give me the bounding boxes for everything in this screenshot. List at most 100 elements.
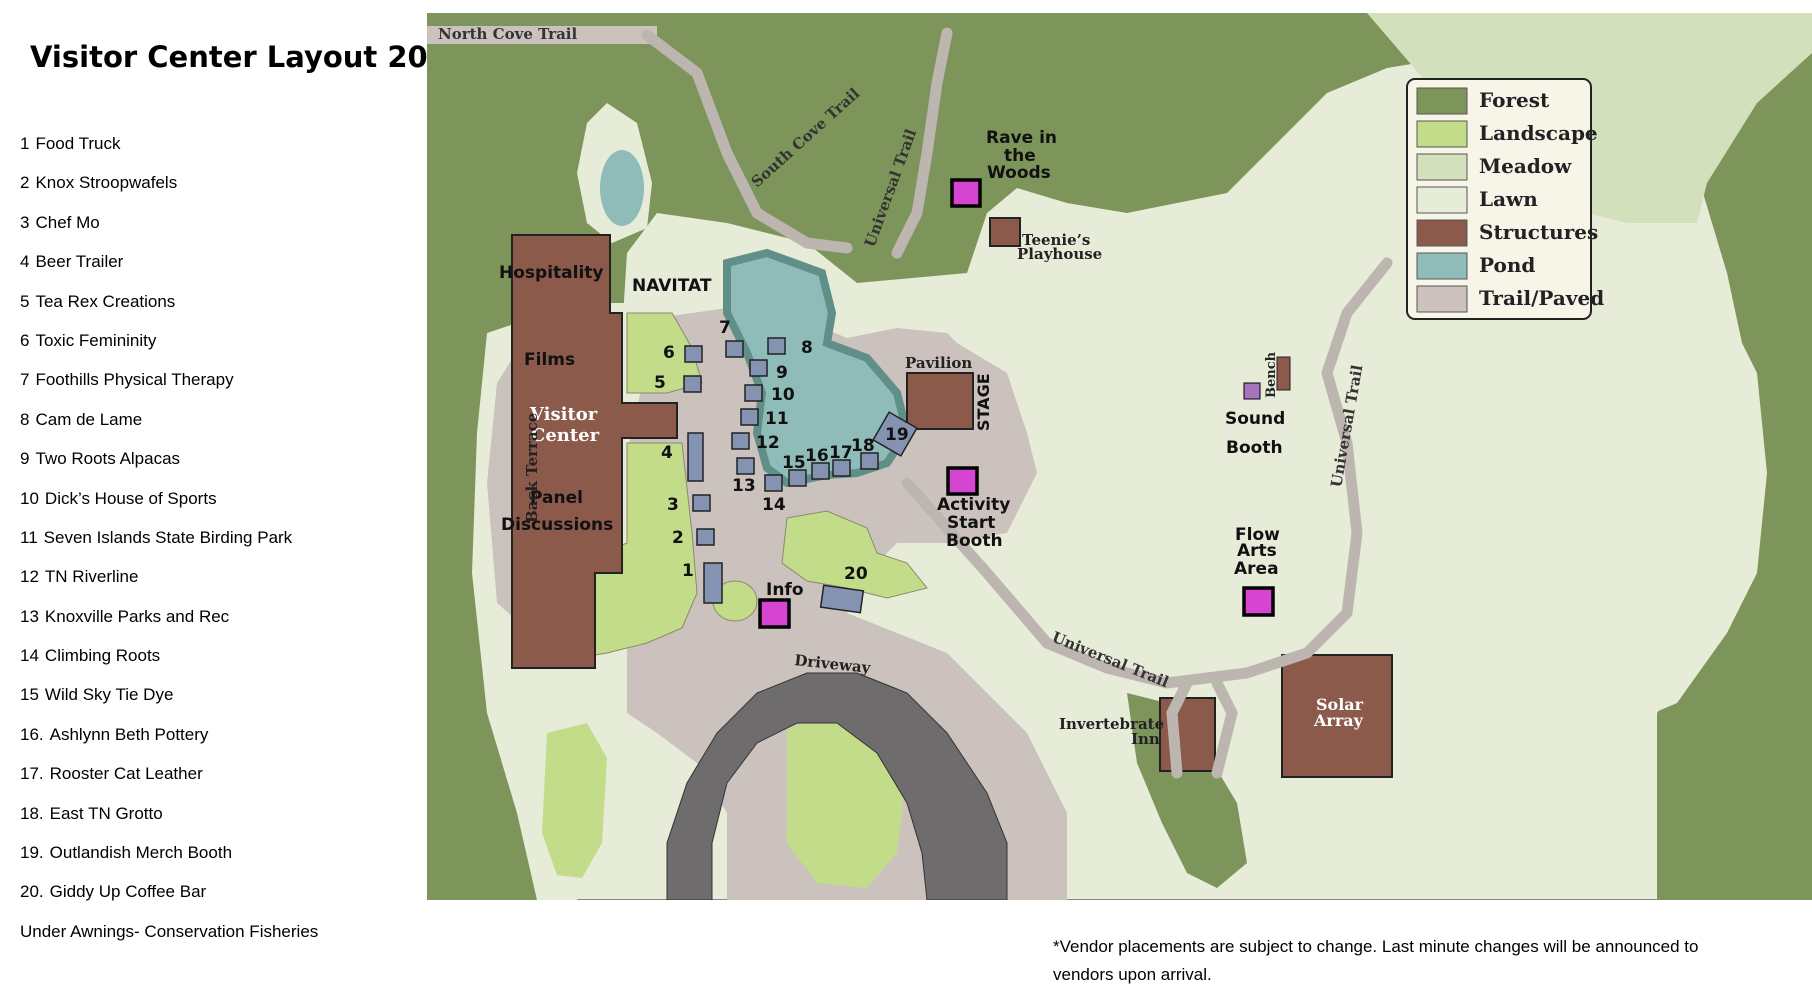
teenies-playhouse-building bbox=[989, 217, 1021, 247]
label-flow-2: Arts bbox=[1237, 541, 1277, 561]
booth-label-10: 10 bbox=[771, 385, 795, 405]
visitor-center-building bbox=[511, 234, 678, 669]
booth-label-13: 13 bbox=[732, 476, 756, 496]
landscape-bed-3 bbox=[781, 510, 928, 599]
label-invertebrate-1: Invertebrate bbox=[1059, 715, 1164, 733]
label-flow-3: Area bbox=[1234, 559, 1279, 579]
booth-20 bbox=[819, 584, 865, 614]
booth-label-16: 16 bbox=[805, 446, 829, 466]
vendor-number: 18. bbox=[20, 803, 44, 823]
label-info: Info bbox=[766, 580, 804, 600]
map-legend: Forest Landscape Meadow Lawn Structures … bbox=[1406, 78, 1604, 320]
legend-swatch-pond bbox=[1416, 252, 1468, 280]
booth-label-17: 17 bbox=[829, 443, 853, 463]
label-sound-2: Booth bbox=[1226, 438, 1283, 458]
pavilion-building bbox=[906, 372, 974, 430]
vendor-number: 3 bbox=[20, 212, 30, 232]
vendor-name: Seven Islands State Birding Park bbox=[43, 527, 293, 547]
label-pavilion: Pavilion bbox=[905, 354, 972, 372]
pond-small bbox=[600, 150, 644, 226]
booth-label-9: 9 bbox=[776, 363, 788, 383]
booth-12 bbox=[731, 432, 750, 450]
landscape-bed-1 bbox=[626, 312, 703, 394]
label-solar-2: Array bbox=[1313, 711, 1364, 730]
vendor-number: 9 bbox=[20, 449, 30, 469]
booth-5 bbox=[683, 375, 702, 393]
vendor-number: 17. bbox=[20, 764, 44, 784]
booth-2 bbox=[696, 528, 715, 546]
vendor-name: Chef Mo bbox=[35, 212, 100, 232]
vendor-name: TN Riverline bbox=[44, 567, 139, 587]
vendor-name: Tea Rex Creations bbox=[35, 291, 176, 311]
vendor-name: Food Truck bbox=[35, 134, 121, 153]
vendor-name: Toxic Femininity bbox=[35, 330, 157, 350]
label-activity-3: Booth bbox=[946, 531, 1003, 551]
list-item: 16.Ashlynn Beth Pottery bbox=[20, 725, 318, 764]
legend-label-pond: Pond bbox=[1479, 253, 1535, 277]
vendor-number: 8 bbox=[20, 409, 30, 429]
label-bench: Bench bbox=[1264, 351, 1279, 398]
site-map: 1 2 3 4 5 6 7 8 9 10 11 12 13 14 15 16 1… bbox=[427, 13, 1812, 900]
solar-array-structure bbox=[1281, 654, 1393, 778]
label-teenies-2: Playhouse bbox=[1017, 245, 1102, 263]
label-teenies-1: Teenie’s bbox=[1022, 231, 1090, 249]
vendor-number: 4 bbox=[20, 252, 30, 272]
booth-1 bbox=[703, 562, 723, 604]
booth-6 bbox=[684, 345, 703, 363]
label-rave-2: the bbox=[1004, 146, 1036, 166]
label-hospitality: Hospitality bbox=[499, 263, 603, 283]
vendor-number: 2 bbox=[20, 173, 30, 193]
label-navitat: NAVITAT bbox=[632, 276, 712, 296]
magenta-markers bbox=[758, 178, 1275, 629]
invertebrate-loop bbox=[1166, 677, 1238, 779]
vendor-number: 12 bbox=[20, 567, 39, 587]
booth-label-18: 18 bbox=[851, 436, 875, 456]
vendor-name: Two Roots Alpacas bbox=[35, 449, 181, 469]
booth-label-15: 15 bbox=[782, 453, 806, 473]
booth-label-3: 3 bbox=[667, 495, 679, 515]
page-title: Visitor Center Layout 2026 bbox=[30, 40, 469, 74]
label-invertebrate-2: Inn bbox=[1131, 730, 1160, 748]
activity-marker bbox=[946, 466, 979, 496]
legend-swatch-forest bbox=[1416, 87, 1468, 115]
vendor-name: East TN Grotto bbox=[49, 803, 163, 823]
legend-label-landscape: Landscape bbox=[1479, 121, 1598, 145]
booth-13 bbox=[736, 457, 755, 475]
booth-16 bbox=[811, 462, 830, 480]
booth-14 bbox=[764, 474, 783, 492]
map-svg: 1 2 3 4 5 6 7 8 9 10 11 12 13 14 15 16 1… bbox=[427, 13, 1812, 900]
vendor-name: Foothills Physical Therapy bbox=[35, 370, 234, 390]
label-films: Films bbox=[524, 350, 575, 370]
booth-19 bbox=[872, 411, 918, 457]
booth-label-14: 14 bbox=[762, 495, 786, 515]
booth-11 bbox=[740, 408, 759, 426]
vendor-number: 6 bbox=[20, 330, 30, 350]
driveway bbox=[666, 672, 1008, 900]
landscape-bed-5 bbox=[787, 713, 907, 888]
bench-structure bbox=[1276, 356, 1291, 391]
booth-9 bbox=[749, 359, 768, 377]
flow-arts-marker bbox=[1242, 586, 1275, 617]
label-back-terrace: Back Terrace bbox=[523, 413, 541, 523]
trails bbox=[641, 27, 1393, 779]
vendor-placement-note: *Vendor placements are subject to change… bbox=[1053, 937, 1699, 984]
label-solar-1: Solar bbox=[1316, 695, 1364, 714]
vendor-name: Cam de Lame bbox=[35, 409, 143, 429]
label-activity-2: Start bbox=[947, 513, 995, 533]
vendor-name: Knoxville Parks and Rec bbox=[44, 606, 230, 626]
booth-4 bbox=[687, 432, 704, 482]
label-center: Center bbox=[531, 425, 600, 446]
booth-8 bbox=[767, 337, 786, 355]
info-marker bbox=[758, 598, 791, 629]
vendor-number: 16. bbox=[20, 724, 44, 744]
south-cove-trail bbox=[641, 29, 853, 254]
